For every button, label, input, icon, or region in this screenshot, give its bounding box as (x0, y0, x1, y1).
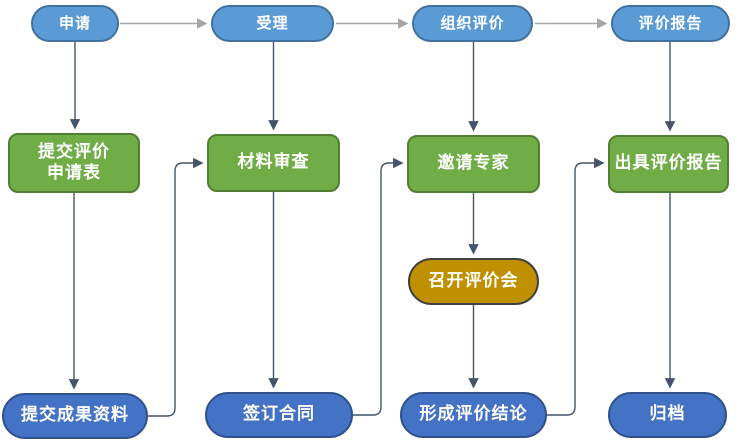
node-sign-contract: 签订合同 (205, 392, 353, 438)
node-issue-evaluation-report: 出具评价报告 (608, 135, 729, 193)
arrow-materials-to-review (148, 157, 204, 417)
node-invite-experts: 邀请专家 (407, 135, 540, 193)
node-organize-evaluation: 组织评价 (412, 5, 533, 42)
node-hold-evaluation-meeting: 召开评价会 (408, 258, 539, 305)
node-apply: 申请 (31, 5, 119, 42)
node-evaluation-report: 评价报告 (611, 5, 730, 42)
node-archive: 归档 (608, 392, 727, 438)
node-submit-application-form: 提交评价 申请表 (8, 133, 140, 193)
node-submit-achievement-materials: 提交成果资料 (2, 393, 148, 439)
arrow-contract-to-invite (353, 157, 404, 416)
node-material-review: 材料审查 (207, 134, 340, 192)
arrow-conclusion-to-issue (547, 157, 605, 416)
node-form-evaluation-conclusion: 形成评价结论 (400, 392, 547, 438)
node-accept: 受理 (211, 5, 334, 42)
